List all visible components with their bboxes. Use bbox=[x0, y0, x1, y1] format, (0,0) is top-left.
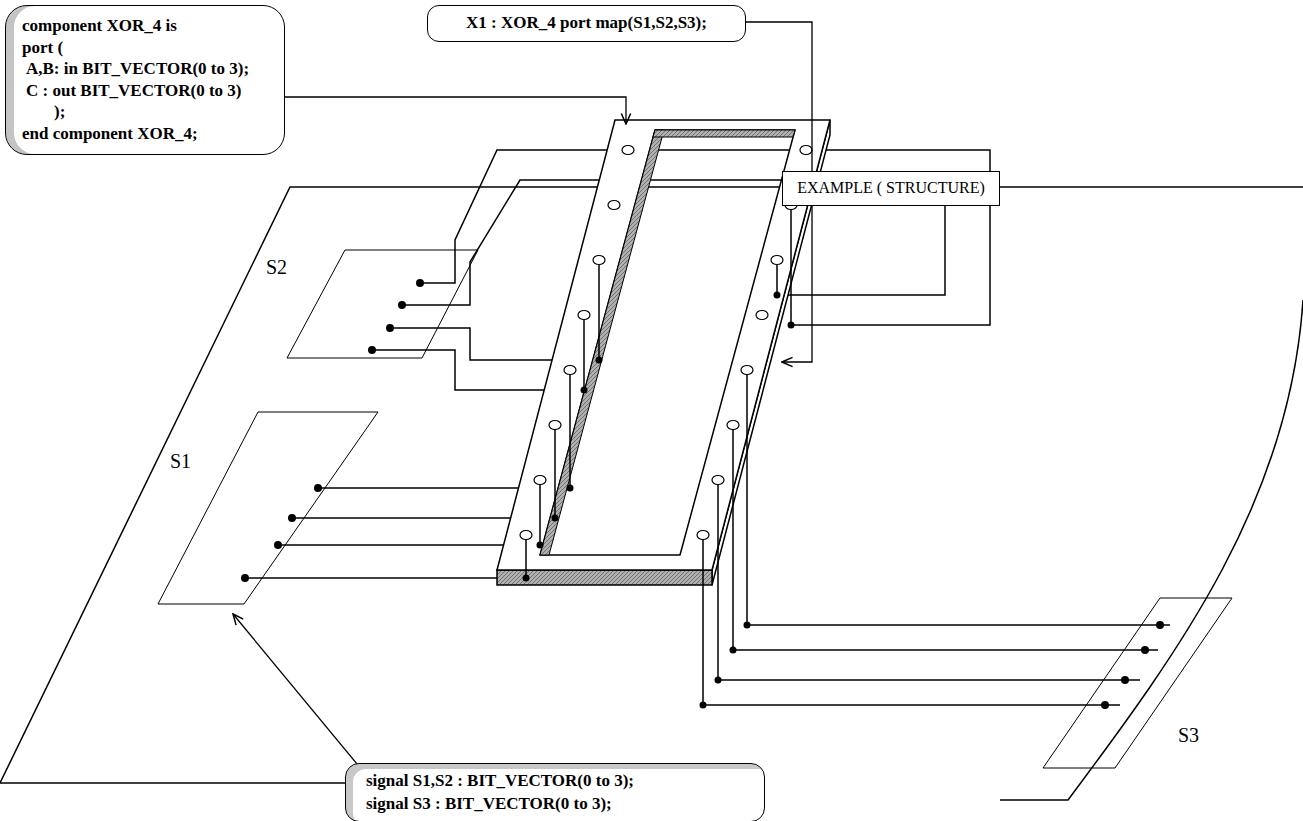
leader-lines bbox=[233, 22, 812, 770]
code-line: ); bbox=[54, 101, 65, 123]
code-line: EXAMPLE ( STRUCTURE) bbox=[797, 178, 985, 198]
signal-name: S1 bbox=[170, 450, 191, 473]
code-line: signal S3 : BIT_VECTOR(0 to 3); bbox=[366, 792, 612, 815]
code-line: C : out BIT_VECTOR(0 to 3) bbox=[26, 80, 242, 102]
title-box: EXAMPLE ( STRUCTURE) bbox=[782, 171, 1000, 206]
instance-callout: X1 : XOR_4 port map(S1,S2,S3); bbox=[427, 5, 746, 42]
chip-pins bbox=[526, 209, 791, 705]
code-line: port ( bbox=[22, 37, 63, 59]
code-callout: component XOR_4 isport (A,B: in BIT_VECT… bbox=[5, 5, 285, 155]
signal-name: S3 bbox=[1178, 724, 1199, 747]
board-outline bbox=[0, 187, 1303, 800]
code-line: component XOR_4 is bbox=[22, 15, 177, 37]
wires bbox=[245, 150, 1170, 705]
signal-callout: signal S1,S2 : BIT_VECTOR(0 to 3);signal… bbox=[345, 763, 765, 821]
code-line: end component XOR_4; bbox=[22, 123, 198, 145]
chip-socket bbox=[497, 120, 830, 585]
code-line: signal S1,S2 : BIT_VECTOR(0 to 3); bbox=[366, 769, 634, 792]
signal-name: S2 bbox=[266, 256, 287, 279]
code-line: A,B: in BIT_VECTOR(0 to 3); bbox=[26, 58, 249, 80]
code-line: X1 : XOR_4 port map(S1,S2,S3); bbox=[466, 12, 707, 34]
wire-dots bbox=[241, 279, 1164, 709]
